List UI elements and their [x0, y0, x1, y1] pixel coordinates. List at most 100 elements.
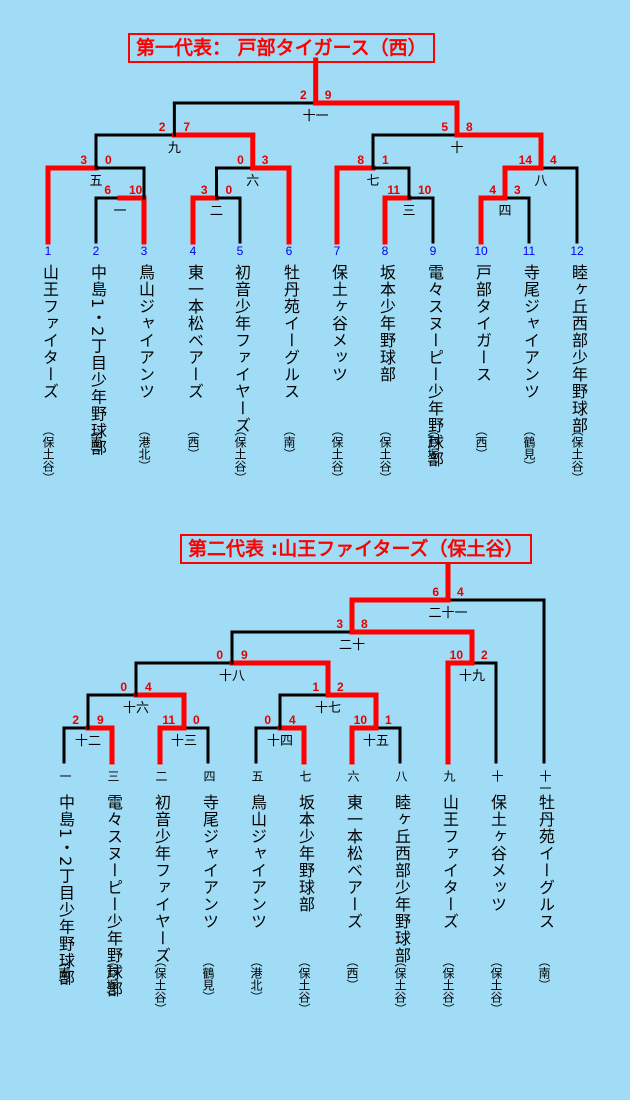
- team-name: 睦ヶ丘西部少年野球部: [392, 794, 411, 964]
- team-name: 鳥山ジャイアンツ: [248, 794, 267, 930]
- team-number: 4: [190, 244, 197, 258]
- team-name: 牡丹苑イーグルス: [536, 794, 555, 930]
- match-label: 九: [168, 141, 181, 156]
- team-district: （保土谷）: [153, 955, 167, 1015]
- team-district: （保土谷）: [330, 424, 344, 484]
- match-label: 五: [89, 174, 102, 189]
- seed-label: 一: [58, 770, 72, 782]
- team-name: 坂本少年野球部: [296, 794, 315, 913]
- seed-label: 十一: [538, 770, 552, 794]
- team-number: 5: [237, 244, 244, 258]
- team-number: 12: [570, 244, 584, 258]
- first-representative-title: 第一代表： 戸部タイガース（西）: [128, 33, 435, 63]
- score-right: 2: [481, 648, 488, 662]
- seed-label: 八: [394, 770, 408, 782]
- team-district: （保土谷）: [393, 955, 407, 1015]
- match-label: 八: [534, 174, 547, 189]
- match-label: 十六: [123, 701, 149, 716]
- score-left: 3: [201, 183, 208, 197]
- team-district: （保土谷）: [378, 424, 392, 484]
- score-right: 10: [418, 183, 432, 197]
- score-left: 0: [264, 713, 271, 727]
- score-right: 9: [325, 88, 332, 102]
- team-district: （保土谷）: [570, 424, 584, 484]
- team-number: 3: [141, 244, 148, 258]
- score-left: 2: [72, 713, 79, 727]
- team-number: 2: [93, 244, 100, 258]
- score-right: 0: [105, 153, 112, 167]
- team-district: （南）: [57, 955, 71, 991]
- score-left: 0: [216, 648, 223, 662]
- team-number: 7: [334, 244, 341, 258]
- team-district: （港北）: [137, 424, 151, 472]
- seed-label: 十: [490, 770, 504, 782]
- team-district: （西）: [186, 424, 200, 460]
- match-label: 十三: [171, 734, 197, 749]
- team-district: （戸塚）: [105, 955, 119, 1003]
- team-district: （戸塚）: [426, 424, 440, 472]
- seed-label: 二: [154, 770, 168, 782]
- team-district: （西）: [345, 955, 359, 991]
- score-right: 1: [385, 713, 392, 727]
- score-right: 9: [97, 713, 104, 727]
- score-left: 8: [357, 153, 364, 167]
- team-name: 睦ヶ丘西部少年野球部: [569, 264, 588, 434]
- score-left: 11: [387, 183, 400, 197]
- match-label: 二: [210, 204, 223, 219]
- team-number: 8: [382, 244, 389, 258]
- match-label: 四: [498, 204, 511, 219]
- team-name: 戸部タイガース: [473, 264, 492, 383]
- score-right: 3: [262, 153, 269, 167]
- team-district: （保土谷）: [41, 424, 55, 484]
- match-label: 七: [366, 174, 379, 189]
- team-district: （保土谷）: [233, 424, 247, 484]
- score-right: 0: [193, 713, 200, 727]
- team-number: 6: [286, 244, 293, 258]
- score-left: 6: [104, 183, 111, 197]
- score-left: 0: [237, 153, 244, 167]
- team-number: 11: [523, 244, 536, 258]
- team-number: 10: [474, 244, 488, 258]
- score-right: 2: [337, 680, 344, 694]
- score-left: 2: [159, 120, 166, 134]
- score-left: 10: [450, 648, 464, 662]
- score-right: 7: [183, 120, 190, 134]
- team-name: 東一本松ベアーズ: [344, 794, 363, 930]
- team-name: 山王ファイターズ: [440, 794, 459, 930]
- team-name: 電々スヌーピー少年野球部: [104, 794, 123, 998]
- seed-label: 九: [442, 770, 456, 782]
- team-district: （保土谷）: [297, 955, 311, 1015]
- match-label: 十一: [303, 109, 329, 124]
- score-left: 1: [312, 680, 319, 694]
- match-label: 十四: [267, 734, 293, 749]
- match-label: 一: [113, 204, 126, 219]
- team-name: 中島1・2丁目少年野球部: [56, 794, 75, 987]
- team-name: 東一本松ベアーズ: [185, 264, 204, 400]
- team-district: （鶴見）: [522, 424, 536, 472]
- team-name: 寺尾ジャイアンツ: [200, 794, 219, 930]
- score-right: 8: [361, 617, 368, 631]
- match-label: 十二: [75, 734, 101, 749]
- seed-label: 三: [106, 770, 120, 782]
- score-left: 11: [162, 713, 175, 727]
- score-left: 6: [432, 585, 439, 599]
- match-label: 十八: [219, 669, 245, 684]
- score-right: 0: [226, 183, 233, 197]
- team-name: 鳥山ジャイアンツ: [136, 264, 155, 400]
- seed-label: 七: [298, 770, 312, 782]
- match-label: 十九: [459, 669, 485, 684]
- score-right: 9: [241, 648, 248, 662]
- team-name: 初音少年ファイヤーズ: [232, 264, 251, 434]
- team-number: 9: [430, 244, 437, 258]
- team-district: （南）: [282, 424, 296, 460]
- score-left: 3: [80, 153, 87, 167]
- score-right: 4: [289, 713, 296, 727]
- match-label: 二十一: [428, 606, 467, 621]
- team-district: （南）: [89, 424, 103, 460]
- team-district: （鶴見）: [201, 955, 215, 1003]
- score-left: 3: [336, 617, 343, 631]
- team-district: （保土谷）: [441, 955, 455, 1015]
- score-right: 4: [145, 680, 152, 694]
- team-district: （保土谷）: [489, 955, 503, 1015]
